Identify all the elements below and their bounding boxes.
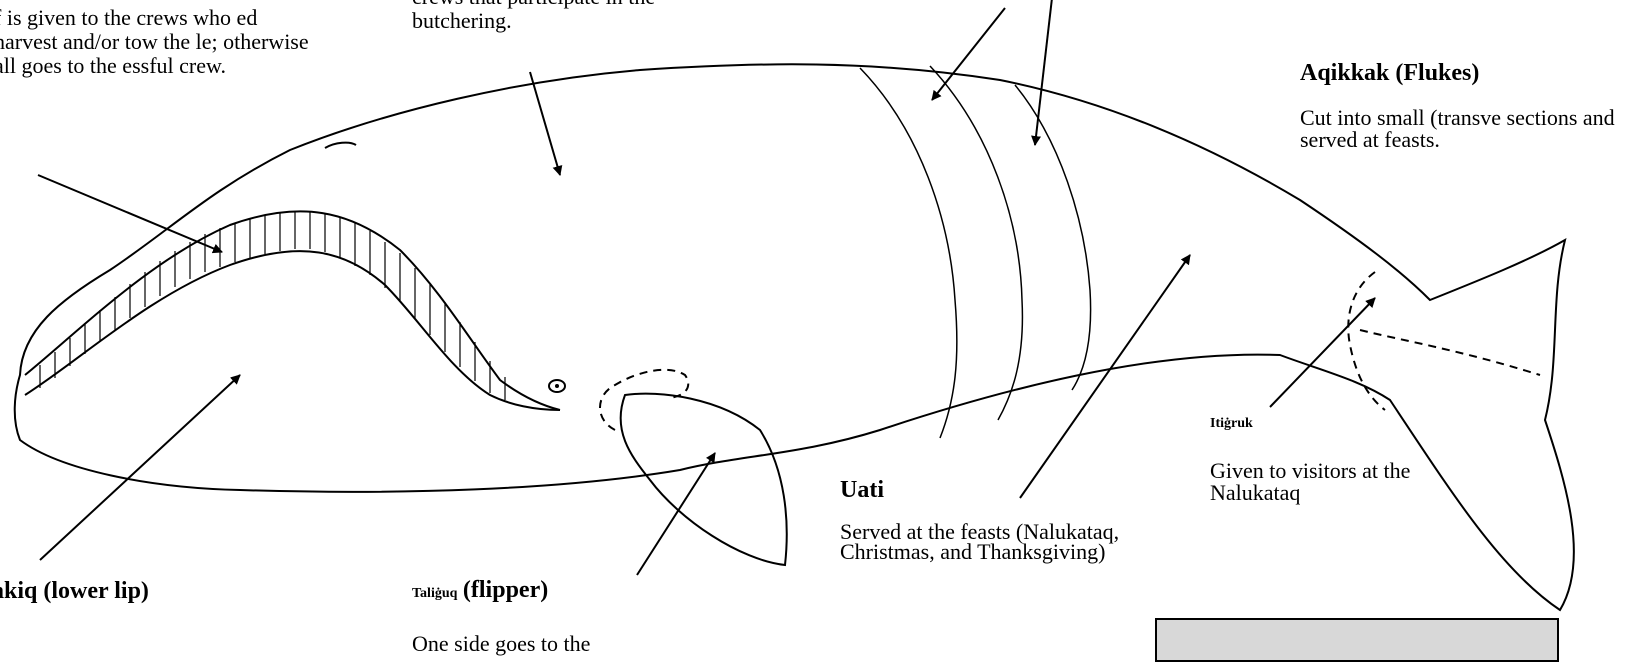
blowhole [325, 143, 356, 148]
caption-flipper-body: One side goes to the [412, 632, 692, 656]
caption-left-body: f is given to the crews who ed harvest a… [0, 6, 314, 78]
photo-thumbnail [1155, 618, 1559, 662]
arrow-lower-lip [40, 375, 240, 560]
caption-uati-body: Served at the feasts (Nalukataq, Christm… [840, 522, 1140, 562]
arrow-top-right-1 [932, 8, 1005, 100]
arrow-itigruk [1270, 298, 1375, 407]
caption-flukes-body: Cut into small (transve sections and ser… [1300, 107, 1637, 151]
tail-cut-line [1348, 272, 1385, 410]
caption-uati-title: Uati [840, 478, 884, 502]
arrow-top-right-2 [1035, 0, 1052, 145]
baleen-hatching [40, 211, 505, 400]
fluke-cut-line [1360, 330, 1540, 375]
caption-top-body: crews that participate in the butchering… [412, 0, 702, 33]
caption-itigruk-title: Itiġruk [1210, 417, 1253, 431]
arrow-left-caption [38, 175, 222, 252]
caption-flipper-native: Taliġuq [412, 586, 457, 601]
caption-itigruk-body: Given to visitors at the Nalukataq [1210, 460, 1490, 504]
uati-cut-line-2 [930, 66, 1022, 420]
flipper-cut-line [600, 370, 688, 430]
uati-cut-line-1 [860, 68, 957, 438]
caption-flipper-english: (flipper) [463, 577, 548, 603]
flipper-outline [621, 394, 787, 565]
arrow-top-caption [530, 72, 560, 175]
caption-flipper-title: Taliġuq (flipper) [412, 578, 548, 602]
mouth-lower-line [25, 251, 560, 410]
caption-lower-lip-title: akiq (lower lip) [0, 579, 149, 603]
uati-cut-line-3 [1015, 85, 1091, 390]
arrow-uati [1020, 255, 1190, 498]
eye-pupil [555, 384, 559, 388]
caption-flukes-title: Aqikkak (Flukes) [1300, 61, 1479, 85]
mouth-upper-line [25, 211, 560, 410]
